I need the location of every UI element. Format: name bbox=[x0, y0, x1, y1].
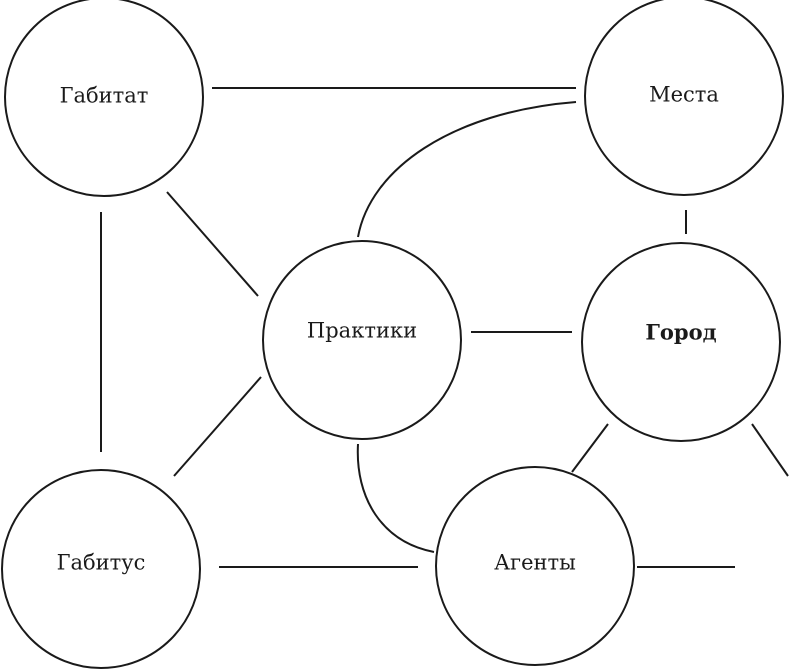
node-agenty-label: Агенты bbox=[494, 551, 576, 575]
node-gabitat-circle bbox=[4, 0, 204, 197]
node-praktiki: Практики bbox=[262, 240, 462, 440]
node-mesta-label: Места bbox=[649, 83, 719, 107]
node-agenty: Агенты bbox=[435, 466, 635, 666]
edge-gabitat-praktiki bbox=[166, 191, 259, 297]
node-praktiki-label: Практики bbox=[307, 319, 417, 343]
edges bbox=[100, 87, 789, 568]
node-gabitat-label: Габитат bbox=[60, 84, 149, 108]
node-gabitus-circle bbox=[1, 469, 201, 669]
node-mesta-circle bbox=[584, 0, 784, 196]
node-praktiki-circle bbox=[262, 240, 462, 440]
node-gorod: Город bbox=[581, 242, 781, 442]
node-gabitus-label: Габитус bbox=[57, 551, 146, 575]
edge-praktiki-mesta bbox=[357, 101, 577, 238]
node-mesta: Места bbox=[584, 0, 784, 196]
edge-gorod-agenty bbox=[571, 423, 609, 473]
node-gabitat: Габитат bbox=[4, 0, 204, 197]
node-gabitus: Габитус bbox=[1, 469, 201, 669]
node-gorod-label: Город bbox=[645, 320, 716, 345]
edge-praktiki-agenty bbox=[356, 443, 435, 553]
edge-gabitus-praktiki bbox=[173, 376, 262, 477]
edge-gorod-offscreen bbox=[751, 423, 789, 477]
node-gorod-circle bbox=[581, 242, 781, 442]
node-agenty-circle bbox=[435, 466, 635, 666]
